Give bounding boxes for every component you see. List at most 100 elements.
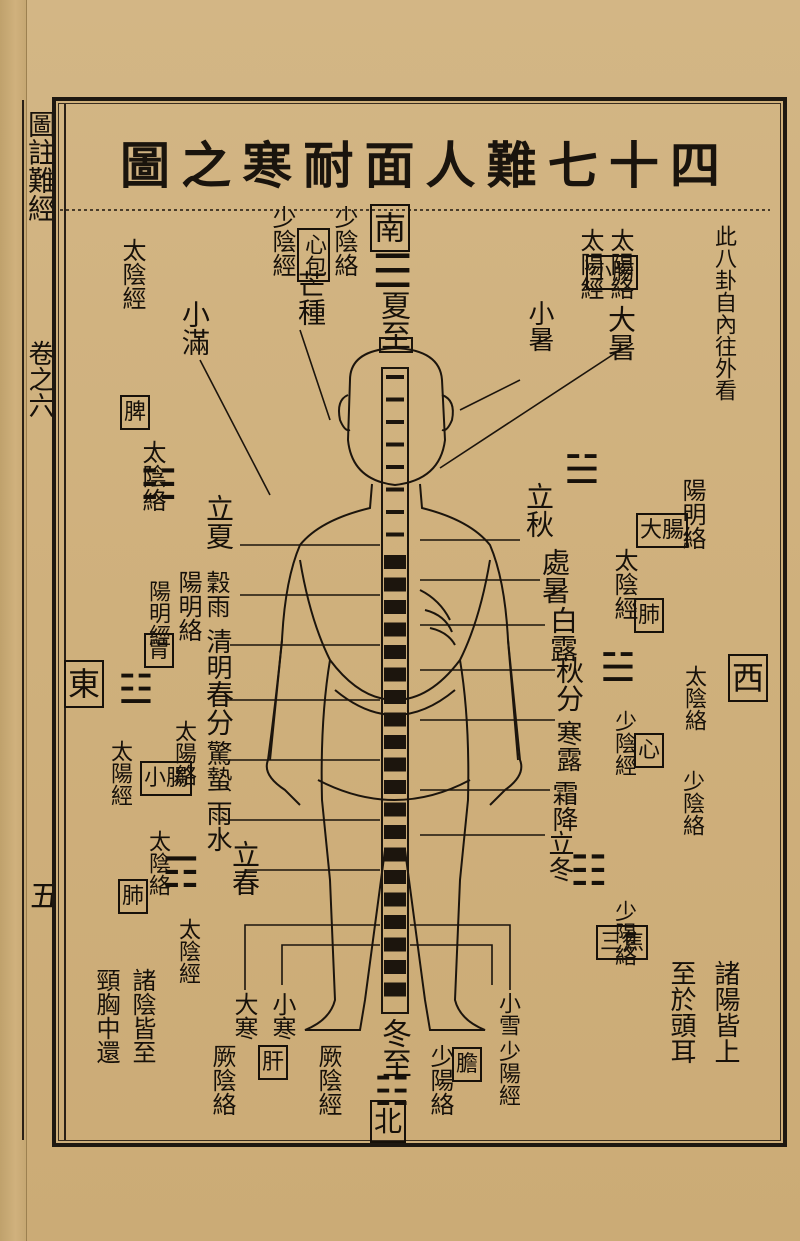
spine-segment xyxy=(384,960,406,974)
meridian-shaoyang-luo: 少陽絡 xyxy=(426,1044,454,1116)
spine-segment xyxy=(384,667,406,682)
term-chushu: 處暑 xyxy=(538,548,571,604)
note-bottom-right-2: 至於頭耳 xyxy=(666,960,696,1064)
term-guyu: 穀雨 xyxy=(202,570,230,618)
organ-xiaochang-box: 小腸 xyxy=(586,255,639,290)
title-char: 之 xyxy=(181,136,232,195)
meridian-shaoyin-luo-top: 少陰絡 xyxy=(330,205,358,277)
spine-segment xyxy=(384,982,406,997)
spine-segment xyxy=(384,847,406,862)
note-bottom-left-1: 諸陰皆至 xyxy=(128,968,156,1064)
term-jingzhe: 驚蟄 xyxy=(202,740,232,792)
meridian-yangming-luo-left: 陽明絡 xyxy=(174,570,202,642)
note-top-right: 此八卦自內往外看 xyxy=(711,225,736,401)
meridian-shaoyin-luo-right: 少陰絡 xyxy=(679,770,704,836)
kun-trigram-bottom: ☷ xyxy=(374,1069,410,1115)
organ-gan-box: 肝 xyxy=(258,1045,289,1080)
meridian-yangming-luo-right: 陽明絡 xyxy=(678,478,706,550)
title-char: 四 xyxy=(669,136,720,195)
margin-book-title: 圖註難經 xyxy=(24,110,57,222)
leader-lines xyxy=(60,209,770,990)
organ-xin-box: 心 xyxy=(634,733,665,768)
spine-segment xyxy=(386,487,404,492)
term-xiaohan: 小寒 xyxy=(268,992,296,1040)
title-char: 七 xyxy=(547,136,598,195)
spine-segment xyxy=(384,802,406,817)
spine-segment xyxy=(384,825,406,839)
spine-segment xyxy=(384,555,406,569)
north-direction-box: 北 xyxy=(370,1100,407,1143)
meridian-taiyang-luo: 太陽絡 xyxy=(606,228,634,300)
spine-segment xyxy=(384,780,406,794)
meridian-taiyang-jing: 太陽經 xyxy=(576,228,604,300)
term-shuangjiang: 霜降 xyxy=(548,780,578,832)
meridian-jueyin-luo: 厥陰絡 xyxy=(208,1044,236,1116)
trigram-right-2: ☱ xyxy=(600,645,636,691)
organ-fei-left-box: 肺 xyxy=(118,879,149,914)
meridian-taiyin-jing-right: 太陰經 xyxy=(610,548,638,620)
note-bottom-right-1: 諸陽皆上 xyxy=(710,960,740,1064)
meridian-taiyin-luo-right: 太陰絡 xyxy=(681,665,706,731)
meridian-shaoyin-jing-top: 少陰經 xyxy=(268,205,296,277)
spine-segment xyxy=(384,622,406,637)
organ-dachang-box: 大腸 xyxy=(636,513,689,548)
meridian-sanjiao-luo: 少陽絡 xyxy=(611,900,636,966)
term-lixia: 立夏 xyxy=(202,494,235,550)
spine-segment xyxy=(384,712,406,727)
spine-segment xyxy=(386,375,404,379)
spine-segment xyxy=(384,690,406,704)
meridian-taiyin-luo-left2: 太陰絡 xyxy=(145,830,170,896)
spine-segment xyxy=(384,600,406,614)
term-liqiu: 立秋 xyxy=(522,482,555,538)
spine-segment xyxy=(386,442,404,447)
term-xiaoshu: 小暑 xyxy=(524,300,554,352)
spine-segment xyxy=(384,870,406,884)
meridian-taiyang-luo-left: 太陽絡 xyxy=(171,720,196,786)
term-bailu: 白露 xyxy=(546,606,579,662)
qian-trigram-top: ☰ xyxy=(372,244,414,298)
organ-xinbao-box: 心包 xyxy=(297,228,330,282)
meridian-shaoyin-jing-right: 少陰經 xyxy=(611,710,636,776)
spine-segment xyxy=(386,510,404,514)
title-char: 面 xyxy=(364,136,415,195)
title-char: 耐 xyxy=(303,136,354,195)
trigram-right-3: ☷ xyxy=(570,846,608,895)
term-xiaoman: 小滿 xyxy=(178,300,211,356)
spine-segments xyxy=(384,375,406,997)
term-qiufen: 秋分 xyxy=(552,656,585,712)
title-char: 圖 xyxy=(120,136,170,195)
margin-volume: 卷之六 xyxy=(24,340,54,418)
term-dashu: 大暑 xyxy=(604,305,637,361)
title-char: 人 xyxy=(425,136,476,195)
meridian-taiyin-luo-left: 太陰絡 xyxy=(138,440,166,512)
west-direction-box: 西 xyxy=(728,654,769,702)
spine-segment xyxy=(384,577,406,592)
east-direction-box: 東 xyxy=(64,660,105,708)
organ-sanjiao-box: 三焦 xyxy=(596,925,649,960)
spine-segment xyxy=(384,915,406,929)
title-char: 難 xyxy=(486,136,537,195)
term-dahan: 大寒 xyxy=(230,992,258,1040)
page-margin-column xyxy=(22,100,66,1140)
organ-wei-box: 胃 xyxy=(144,633,175,668)
organ-pi-box: 脾 xyxy=(120,395,151,430)
meridian-shaoyang-jing: 少陽經 xyxy=(495,1040,520,1106)
spine-segment xyxy=(384,645,406,659)
spine-segment xyxy=(384,892,406,907)
term-chunfen: 春分 xyxy=(202,680,235,736)
trigram-left-3: ☶ xyxy=(162,848,200,897)
meridian-yangming-jing-left: 陽明經 xyxy=(145,580,170,646)
organ-dan-box: 膽 xyxy=(452,1047,483,1082)
term-qingming: 清明 xyxy=(202,628,232,680)
title-char: 十 xyxy=(608,136,659,195)
meridian-jueyin-jing: 厥陰經 xyxy=(314,1044,342,1116)
term-lichun: 立春 xyxy=(228,840,261,896)
spine-segment xyxy=(386,420,404,424)
spine-segment xyxy=(386,397,404,402)
term-lidong: 立冬 xyxy=(544,830,574,882)
organ-xiaochang-left-box: 小腸 xyxy=(140,761,193,796)
spine-segment xyxy=(384,735,406,749)
spine-segment xyxy=(386,532,404,537)
